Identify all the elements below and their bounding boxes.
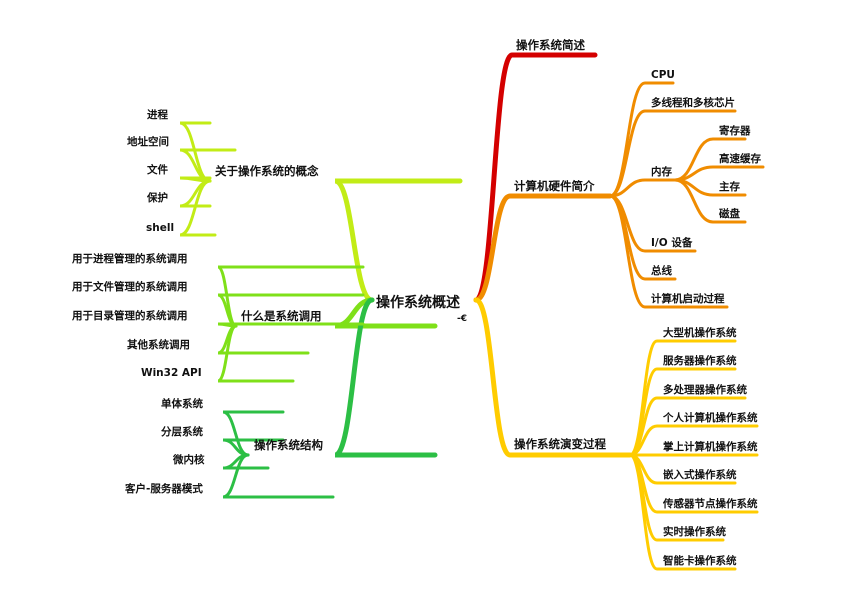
node-monolithic[interactable]: 单体系统 — [161, 397, 203, 410]
branch-line-hardware — [473, 193, 613, 303]
branch-line-multithread — [608, 109, 737, 198]
node-shell[interactable]: shell — [146, 222, 174, 234]
node-server-os[interactable]: 服务器操作系统 — [663, 354, 737, 367]
node-boot[interactable]: 计算机启动过程 — [651, 292, 725, 305]
branch-line-os-structure — [333, 297, 438, 458]
node-hardware[interactable]: 计算机硬件简介 — [514, 179, 595, 193]
node-mainframe-os[interactable]: 大型机操作系统 — [663, 326, 737, 339]
branch-line-smartcard-os — [628, 453, 737, 571]
node-microkernel[interactable]: 微内核 — [172, 453, 205, 466]
node-address-space[interactable]: 地址空间 — [127, 135, 169, 148]
node-labels: 操作系统概述 -€ 操作系统简述 计算机硬件简介 CPU 多线程和多核芯片 内存… — [71, 38, 761, 567]
node-process[interactable]: 进程 — [147, 108, 168, 121]
node-syscall[interactable]: 什么是系统调用 — [241, 309, 322, 323]
branch-line-os-concepts — [333, 178, 463, 303]
node-sensor-os[interactable]: 传感器节点操作系统 — [662, 497, 758, 510]
branch-line-os-brief — [473, 52, 598, 303]
node-register[interactable]: 寄存器 — [719, 124, 751, 137]
node-handheld-os[interactable]: 掌上计算机操作系统 — [663, 440, 758, 453]
node-pc-os[interactable]: 个人计算机操作系统 — [662, 411, 758, 424]
branch-line-disk — [673, 178, 747, 224]
node-cpu[interactable]: CPU — [651, 69, 675, 81]
node-layered[interactable]: 分层系统 — [161, 425, 203, 438]
node-file[interactable]: 文件 — [146, 163, 168, 176]
branch-line-boot — [608, 194, 729, 309]
branch-lines — [179, 52, 765, 571]
node-syscall-directory[interactable]: 用于目录管理的系统调用 — [71, 309, 188, 322]
node-multithread[interactable]: 多线程和多核芯片 — [651, 96, 735, 109]
node-bus[interactable]: 总线 — [651, 264, 672, 277]
node-os-structure[interactable]: 操作系统结构 — [254, 438, 323, 452]
branch-line-shell — [179, 179, 217, 237]
node-syscall-other[interactable]: 其他系统调用 — [127, 338, 190, 351]
node-disk[interactable]: 磁盘 — [719, 207, 740, 220]
node-main-memory[interactable]: 主存 — [719, 180, 740, 193]
node-syscall-file[interactable]: 用于文件管理的系统调用 — [71, 280, 188, 293]
node-win32-api[interactable]: Win32 API — [141, 367, 202, 379]
node-client-server[interactable]: 客户-服务器模式 — [124, 482, 203, 495]
node-embedded-os[interactable]: 嵌入式操作系统 — [663, 468, 737, 481]
root-node-label[interactable]: 操作系统概述 — [376, 294, 460, 311]
node-protection[interactable]: 保护 — [146, 191, 168, 204]
node-os-concepts[interactable]: 关于操作系统的概念 — [215, 164, 319, 178]
node-multiprocessor-os[interactable]: 多处理器操作系统 — [663, 383, 747, 396]
node-os-evolution[interactable]: 操作系统演变过程 — [514, 437, 606, 451]
branch-line-os-evolution — [473, 297, 633, 458]
branch-line-win32-api — [217, 324, 295, 383]
root-suffix-label: -€ — [457, 314, 467, 324]
node-io[interactable]: I/O 设备 — [651, 236, 693, 249]
node-realtime-os[interactable]: 实时操作系统 — [663, 525, 726, 538]
node-syscall-process[interactable]: 用于进程管理的系统调用 — [71, 252, 188, 265]
node-os-brief[interactable]: 操作系统简述 — [516, 38, 585, 52]
node-cache[interactable]: 高速缓存 — [719, 152, 761, 165]
branch-line-client-server — [222, 453, 335, 499]
node-smartcard-os[interactable]: 智能卡操作系统 — [662, 554, 737, 567]
node-memory[interactable]: 内存 — [651, 165, 672, 178]
branch-line-memory — [608, 178, 677, 198]
